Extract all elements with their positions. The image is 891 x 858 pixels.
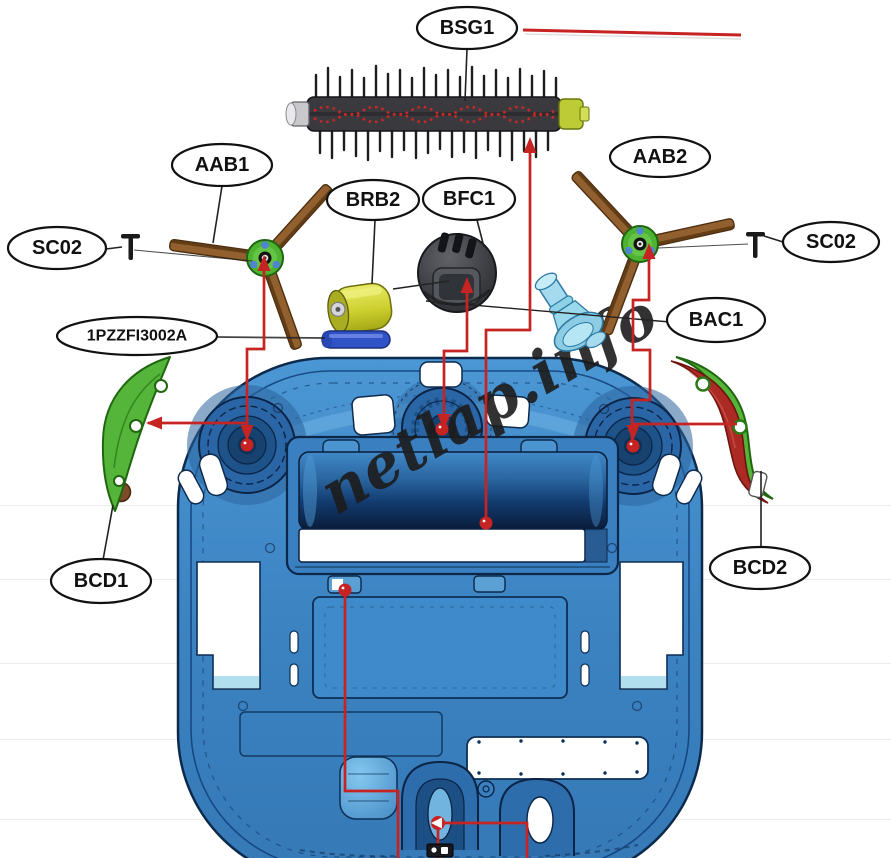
label-plate [466,736,649,780]
part-blade-right [670,356,774,504]
body-cutouts [177,361,703,505]
label-bcd1-text: BCD1 [74,570,128,592]
label-sc02-left-text: SC02 [32,237,82,259]
label-bac1-text: BAC1 [689,309,743,331]
callout-bsg1-topline [522,28,742,37]
label-bac1: BAC1 [665,296,767,344]
brush-window [298,528,586,563]
label-aab2: AAB2 [608,135,712,179]
part-screw-right [746,232,765,258]
labels: BSG1 AAB1 AAB2 SC02 SC02 BRB2 BFC1 BAC1 [6,5,881,605]
callout-bsg1 [484,146,532,520]
label-sc02-right-text: SC02 [806,231,856,253]
label-bsg1: BSG1 [415,5,519,51]
part-caster-roller [327,282,393,334]
part-blade-left [101,356,171,512]
part-charging-contact [426,843,454,858]
part-battery [321,330,391,349]
label-aab1: AAB1 [170,142,274,188]
screw-bosses [237,402,643,712]
rear-caster-arch [401,760,479,850]
battery-compartment [289,596,590,699]
dustbin-latch-right [473,575,506,593]
label-bcd2: BCD2 [708,545,812,591]
label-battery-code-text: 1PZZFI3002A [87,328,188,345]
brush-compartment [285,435,620,576]
part-side-brush-left [168,184,333,350]
label-sc02-left: SC02 [6,225,108,271]
label-aab1-text: AAB1 [195,154,249,176]
bottom-edge-dashes [299,844,639,858]
label-bfc1-text: BFC1 [443,188,495,210]
rear-dot-arrow [431,817,442,829]
label-bcd2-text: BCD2 [733,557,787,579]
leader-lines [102,48,784,561]
robot-body [176,356,704,858]
left-side-cutout [196,561,261,690]
label-brb2-text: BRB2 [346,189,400,211]
brush-end-cap [558,98,584,130]
callout-dot-highlights [243,425,633,829]
label-bcd1: BCD1 [49,557,153,605]
callout-bfc1 [442,287,469,424]
label-sc02-right: SC02 [781,220,881,264]
label-brb2: BRB2 [325,178,421,222]
rear-right-arch [499,777,575,856]
callout-aab1 [245,264,266,442]
label-bfc1: BFC1 [421,176,517,222]
part-caster-housing [417,232,497,313]
part-screw-left [121,234,140,260]
label-aab2-text: AAB2 [633,146,687,168]
label-bsg1-text: BSG1 [440,17,494,39]
part-caster-assembly [534,272,607,352]
callout-lines [148,28,742,858]
part-bristle-brush-roller [285,64,590,162]
callout-rear-caster [438,821,529,858]
callout-latch [343,592,400,858]
rear-bump [339,756,398,820]
label-battery-code: 1PZZFI3002A [55,315,219,357]
right-side-cutout [619,561,684,690]
rear-panel-outline [239,711,443,757]
callout-aab2 [630,256,652,442]
